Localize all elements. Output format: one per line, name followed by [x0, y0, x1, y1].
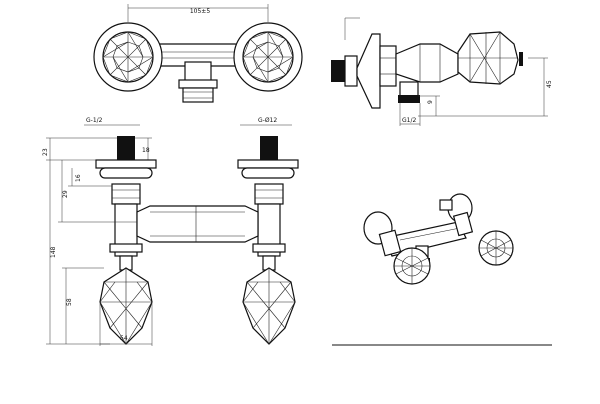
side-flange — [356, 33, 381, 109]
front-right-nut — [254, 183, 284, 205]
front-right-threaded-connector — [260, 136, 278, 160]
front-total-label: 148 — [50, 246, 57, 258]
side-threaded-connector — [331, 60, 345, 82]
side-spout — [399, 81, 419, 97]
top-view: 105±5 — [93, 4, 303, 103]
front-body-label: 29 — [62, 190, 69, 198]
side-nut — [379, 45, 397, 87]
front-left-nut — [111, 183, 141, 205]
front-nut-label: 16 — [75, 174, 82, 182]
iso-right-body — [452, 211, 474, 237]
front-thread-right-label: G-Ø12 — [258, 117, 277, 124]
front-right-flange — [237, 159, 299, 169]
top-right-crystal-facets — [242, 31, 294, 83]
front-top-label: 23 — [42, 148, 49, 156]
side-valve-body — [395, 43, 459, 83]
side-height-label: 45 — [546, 80, 553, 88]
iso-right-crystal-handle — [478, 230, 514, 266]
front-thread-length-label: 18 — [142, 147, 150, 154]
side-thread-label: G1/2 — [402, 117, 416, 124]
iso-left-crystal-handle — [393, 247, 431, 285]
front-left-crystal-handle — [99, 267, 153, 345]
front-right-crystal-handle — [242, 267, 296, 345]
front-handle-label: 58 — [66, 298, 73, 306]
side-offset-label: 9 — [427, 100, 434, 104]
front-left-flange — [95, 159, 157, 169]
iso-left-body — [378, 229, 402, 257]
front-connecting-bar — [136, 205, 259, 243]
top-spout — [184, 61, 212, 83]
front-view: G-1/2 G-Ø12 18 — [42, 117, 299, 346]
top-outlet-nut — [182, 87, 214, 103]
front-width-label: 54 — [120, 335, 128, 342]
front-thread-left-label: G-1/2 — [86, 117, 103, 124]
isometric-view — [363, 193, 514, 285]
side-view: 45 9 G1/2 — [331, 17, 553, 126]
top-left-crystal-facets — [102, 31, 154, 83]
top-center-distance-label: 105±5 — [190, 8, 210, 15]
front-left-dimensions — [46, 137, 137, 345]
front-left-threaded-connector — [117, 136, 135, 160]
